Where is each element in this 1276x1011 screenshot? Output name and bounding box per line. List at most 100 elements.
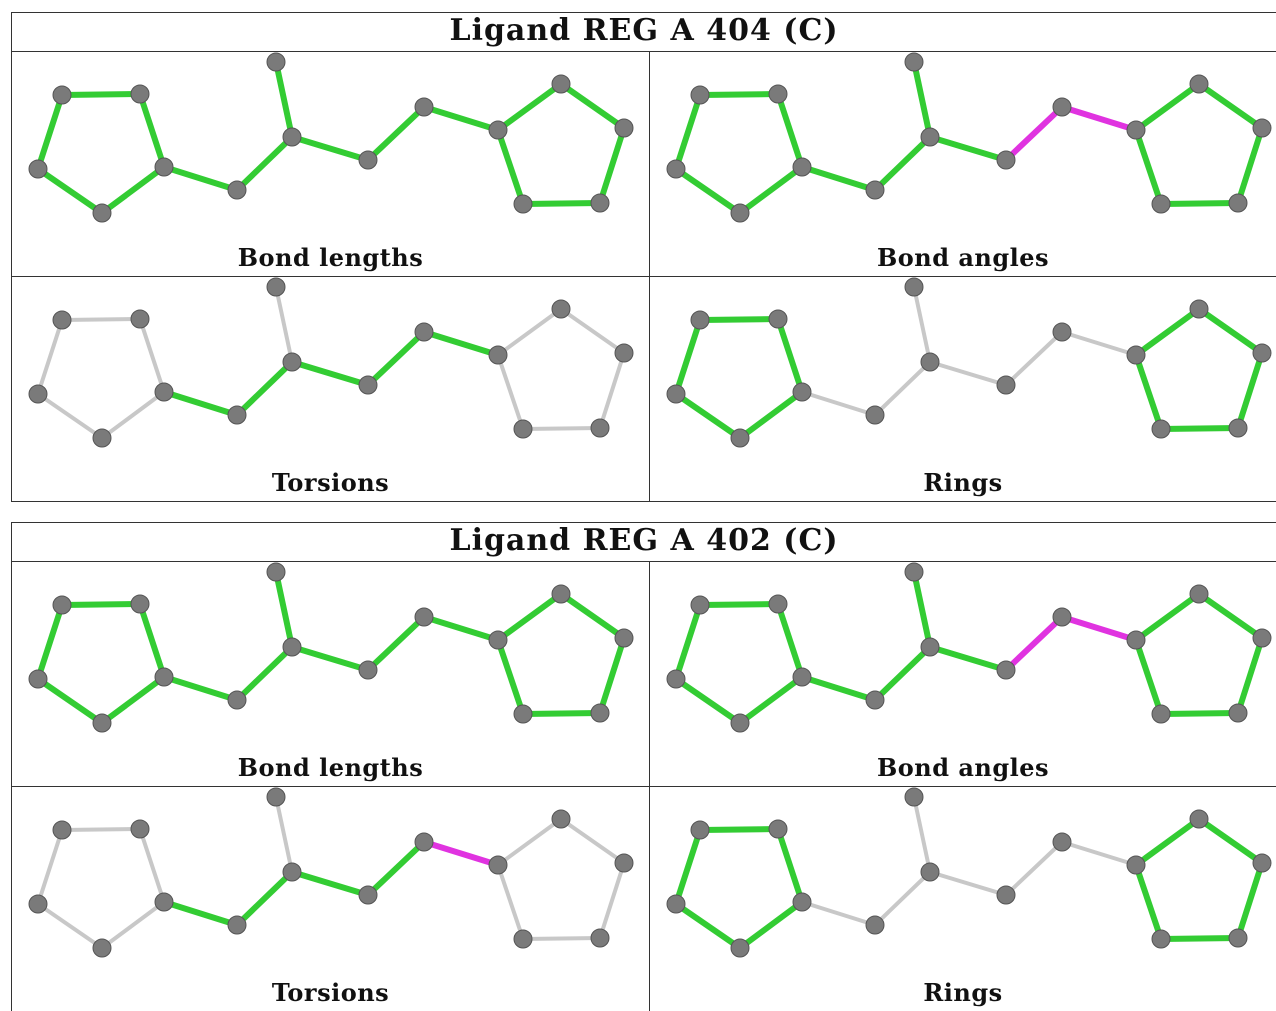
atom [266,277,286,297]
bond [1158,935,1241,942]
atom [551,584,571,604]
bond [274,795,294,874]
bond [289,869,371,898]
atom [996,150,1016,170]
atom [488,345,508,365]
atom [666,669,686,689]
atom [730,203,750,223]
bond [521,936,602,941]
bond [1133,862,1164,942]
bond [697,316,781,323]
atom [92,938,112,958]
atom [1228,703,1248,723]
atom [1228,193,1248,213]
bond [496,307,563,357]
bond [521,426,602,431]
atom [551,809,571,829]
atom [730,713,750,733]
bond [137,91,167,170]
bond [161,164,240,193]
bond [1196,81,1265,131]
atom [414,607,434,627]
atom [996,375,1016,395]
bond [873,870,932,927]
bond [1196,816,1265,866]
atom [513,929,533,949]
molecule-diagram [666,562,1272,733]
panel-caption: Rings [923,978,1003,1007]
atom [920,352,940,372]
bond [99,674,167,726]
atom [1151,419,1171,439]
bond [673,901,743,951]
atom [690,85,710,105]
bond [365,329,427,388]
bond [872,644,933,703]
atom [904,52,924,72]
atom [792,667,812,687]
bond [928,870,1008,897]
rings-panel: Rings [650,787,1276,1011]
atom [1252,628,1272,648]
atom [414,832,434,852]
atom [130,309,150,329]
atom [666,159,686,179]
bond [36,318,64,396]
bond [775,316,805,395]
bond [928,360,1008,387]
atom [730,428,750,448]
bond [520,710,603,717]
bond [365,104,427,163]
atom [690,310,710,330]
bond [800,900,877,927]
molecule-diagram [666,787,1272,958]
bond [799,164,878,193]
atom [282,862,302,882]
bond [36,828,64,906]
bond [912,285,932,364]
bond [737,674,805,726]
bond [673,92,703,172]
atom [227,405,247,425]
atom [792,157,812,177]
bond [59,601,143,608]
bond [36,392,104,440]
panel-caption: Bond lengths [237,753,424,782]
atom [590,193,610,213]
atom [904,277,924,297]
atom [52,310,72,330]
atom [904,787,924,807]
bond [36,902,104,950]
atom [1151,194,1171,214]
bond [1003,104,1065,163]
bond [35,166,105,216]
atom [1228,418,1248,438]
bond [673,391,743,441]
atom [1052,97,1072,117]
bond [1004,330,1064,387]
bond [1133,591,1202,643]
atom [227,180,247,200]
bond [273,59,295,140]
panel-row: Torsions Rings [12,277,1276,501]
bond [799,674,878,703]
atom [266,787,286,807]
atom [358,150,378,170]
molecule-diagram [28,277,634,448]
molecule-diagram [666,52,1272,223]
atom [130,594,150,614]
bond [1060,840,1138,867]
bond [99,164,167,216]
atom [92,203,112,223]
atom [154,892,174,912]
atom [488,630,508,650]
atom [358,375,378,395]
atom [690,820,710,840]
bond [495,127,526,207]
atom [996,885,1016,905]
bond [1059,614,1139,643]
atom [920,637,940,657]
atom [1252,118,1272,138]
atom [513,419,533,439]
atom [865,690,885,710]
